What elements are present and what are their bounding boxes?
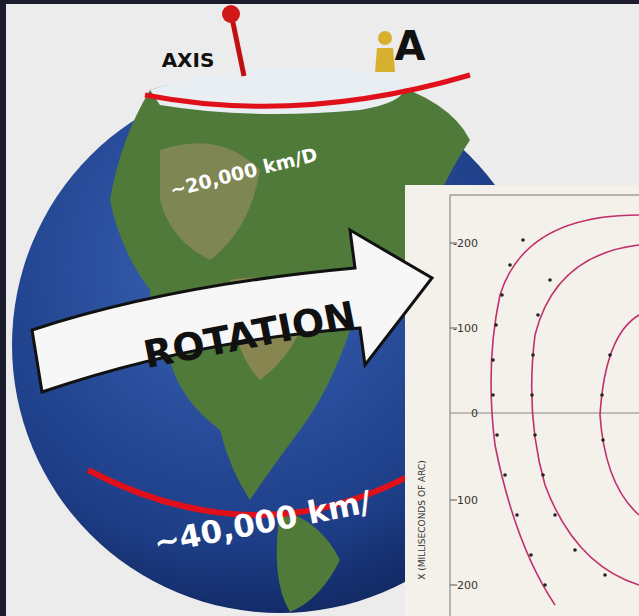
axis-title: X (MILLISECONDS OF ARC) <box>417 460 427 580</box>
arrow-shape <box>20 200 440 400</box>
tick-label: -200 <box>453 237 478 250</box>
tick-label: -100 <box>453 322 478 335</box>
tick-label: 0 <box>471 407 478 420</box>
tick-label: 100 <box>457 494 478 507</box>
point-label: A <box>395 23 426 69</box>
tick-label: 200 <box>457 579 478 592</box>
polar-motion-chart <box>405 185 639 616</box>
rotation-arrow: ROTATION <box>20 200 440 400</box>
axis-label: AXIS <box>162 48 215 72</box>
